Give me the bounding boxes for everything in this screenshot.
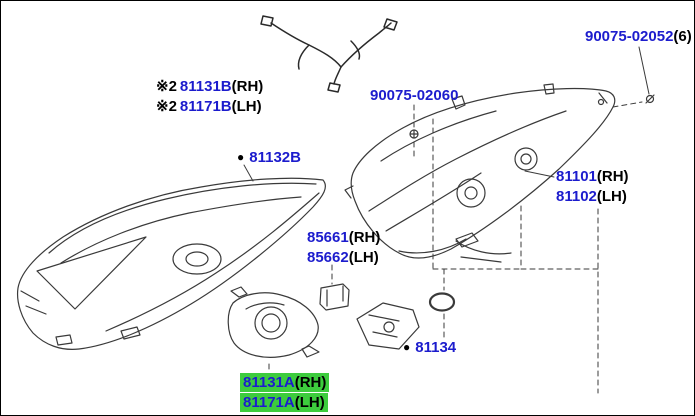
part-label-85661-85662: 85661(RH) 85662(LH) (307, 228, 380, 268)
screw-90075-02060-drawing (409, 129, 419, 139)
headlamp-rh-rear-drawing (344, 83, 616, 263)
part-side-81131B: (RH) (231, 78, 264, 95)
part-side-81171B: (LH) (231, 98, 262, 115)
part-number-link-90075-02052[interactable]: 90075-02052 (585, 28, 674, 45)
leader-lines (243, 46, 650, 182)
screw-90075-02052-drawing (645, 94, 655, 104)
part-side-81101: (RH) (596, 168, 629, 185)
part-side-81171A: (LH) (294, 394, 325, 411)
mounting-bracket-drawing (356, 302, 420, 350)
part-qty-90075-02052: (6) (673, 28, 692, 45)
note-mark-81171B: ※2 (156, 98, 177, 115)
part-number-link-85661[interactable]: 85661 (307, 229, 349, 246)
part-label-81131A-81171A-highlighted: 81131A(RH) 81171A(LH) (240, 373, 330, 413)
part-side-85661: (RH) (348, 229, 381, 246)
socket-connector-drawing (319, 283, 350, 311)
part-label-81101: 81101(RH) (556, 167, 629, 187)
wire-harness-drawing (260, 15, 398, 93)
bullet-dot-81132B: ● (237, 150, 245, 164)
part-label-81101-81102: 81101(RH) 81102(LH) (556, 167, 629, 207)
highlighted-part-label-81131A[interactable]: 81131A(RH) (240, 373, 330, 392)
part-label-81102: 81102(LH) (556, 187, 629, 207)
highlighted-part-label-81171A[interactable]: 81171A(LH) (240, 393, 328, 412)
part-number-link-81171B[interactable]: 81171B (179, 98, 232, 115)
bullet-dot-81134: ● (403, 340, 411, 354)
part-label-81132B: ● 81132B (237, 147, 301, 168)
part-number-link-85662[interactable]: 85662 (307, 249, 349, 266)
part-number-link-81171A[interactable]: 81171A (243, 394, 295, 411)
part-label-90075-02052: 90075-02052(6) (585, 27, 692, 47)
part-label-85661: 85661(RH) (307, 228, 380, 248)
headlamp-lh-front-drawing (16, 177, 326, 350)
part-number-link-81131A[interactable]: 81131A (243, 374, 295, 391)
part-number-link-81131B[interactable]: 81131B (179, 78, 232, 95)
part-number-link-81132B[interactable]: 81132B (249, 149, 301, 166)
part-side-81102: (LH) (596, 188, 627, 205)
o-ring-drawing (428, 292, 456, 312)
dashed-reference-lines (268, 101, 643, 394)
part-number-link-81101[interactable]: 81101 (556, 168, 597, 185)
part-side-85662: (LH) (348, 249, 379, 266)
part-label-81134: ● 81134 (403, 337, 456, 358)
note-mark-81131B: ※2 (156, 78, 177, 95)
fog-bracket-drawing (227, 286, 320, 358)
part-label-90075-02060: 90075-02060 (370, 86, 458, 106)
part-label-85662: 85662(LH) (307, 248, 380, 268)
part-number-link-81102[interactable]: 81102 (556, 188, 597, 205)
part-side-81131A: (RH) (294, 374, 327, 391)
part-number-link-90075-02060[interactable]: 90075-02060 (370, 87, 459, 104)
part-number-link-81134[interactable]: 81134 (415, 339, 457, 356)
